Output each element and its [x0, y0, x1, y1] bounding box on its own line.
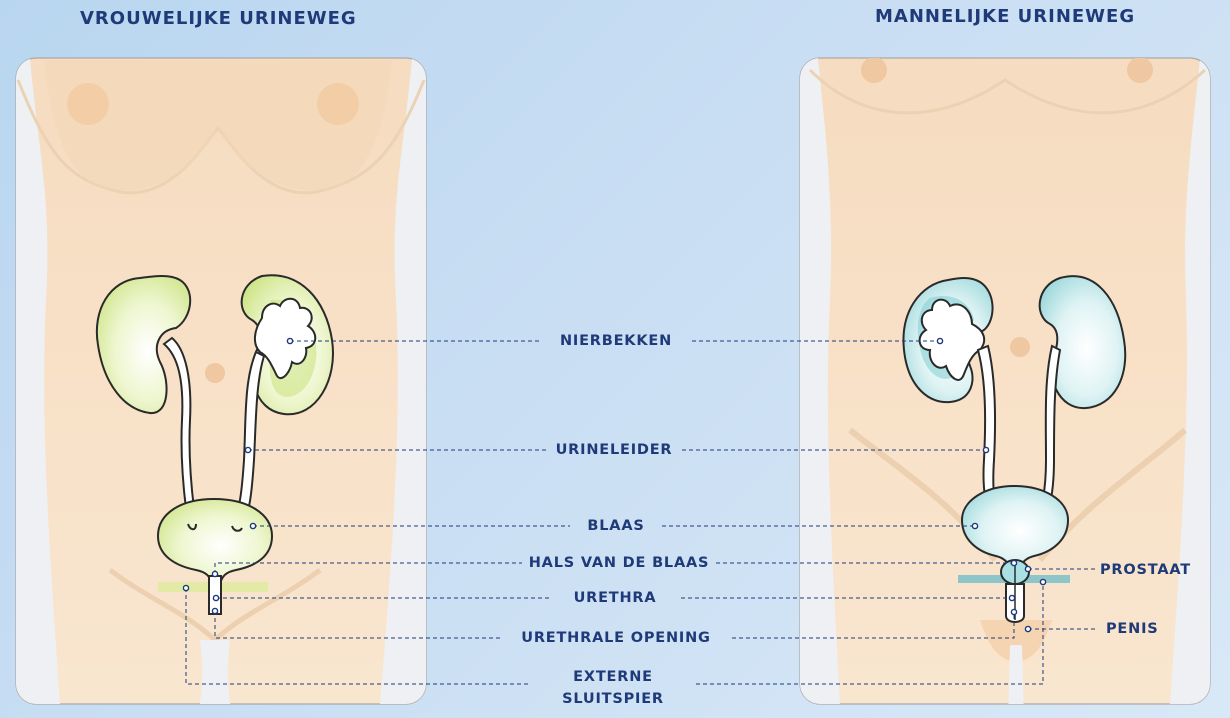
leader-lines — [185, 340, 1098, 685]
label-urethrale-opening: URETHRALE OPENING — [521, 630, 711, 646]
female-title: VROUWELIJKE URINEWEG — [80, 8, 357, 29]
label-blaas: BLAAS — [587, 518, 645, 534]
male-renal-pelvis — [918, 298, 986, 381]
label-hals-van-de-blaas: HALS VAN DE BLAAS — [528, 555, 710, 571]
label-prostaat: PROSTAAT — [1100, 562, 1191, 578]
label-sluitspier: SLUITSPIER — [562, 691, 664, 707]
female-renal-pelvis — [254, 297, 317, 380]
male-body-panel — [799, 57, 1211, 705]
label-urineleider: URINELEIDER — [555, 442, 673, 458]
male-title: MANNELIJKE URINEWEG — [875, 6, 1136, 27]
leader-dots — [182, 337, 1047, 633]
label-nierbekken: NIERBEKKEN — [559, 333, 673, 349]
male-right-kidney — [1038, 275, 1127, 410]
female-body-panel — [15, 57, 427, 705]
label-externe: EXTERNE — [573, 669, 653, 685]
label-penis: PENIS — [1106, 621, 1159, 637]
label-urethra: URETHRA — [573, 590, 657, 606]
female-left-kidney — [95, 275, 192, 415]
